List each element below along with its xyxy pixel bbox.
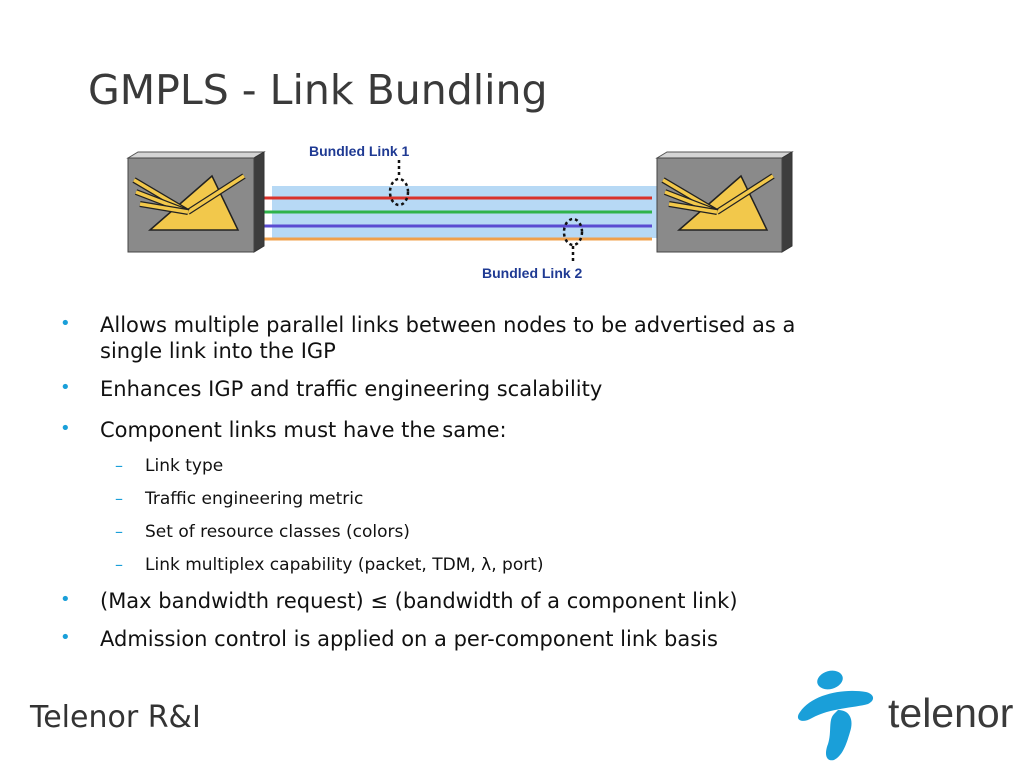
bullet-item: • Component links must have the same:: [58, 417, 848, 443]
sub-bullet-item: – Link multiplex capability (packet, TDM…: [58, 554, 848, 576]
link-bundling-diagram: Bundled Link 1 Bundled Link 2: [126, 143, 794, 281]
bullet-item: • Admission control is applied on a per-…: [58, 626, 848, 652]
bullet-text: Allows multiple parallel links between n…: [100, 313, 796, 363]
sub-bullet-text: Link multiplex capability (packet, TDM, …: [145, 555, 544, 575]
bundled-link-1-marker: [388, 160, 410, 207]
sub-bullet-text: Traffic engineering metric: [145, 489, 364, 509]
bullet-text: (Max bandwidth request) ≤ (bandwidth of …: [100, 589, 738, 613]
bullet-icon: •: [60, 377, 71, 398]
sub-bullet-icon: –: [115, 555, 123, 574]
left-node-icon: [126, 151, 266, 253]
bullet-icon: •: [60, 589, 71, 610]
sub-bullet-item: – Set of resource classes (colors): [58, 521, 848, 543]
bullet-icon: •: [60, 627, 71, 648]
bullet-list: • Allows multiple parallel links between…: [58, 312, 848, 652]
telenor-logo-icon: [797, 670, 874, 761]
sub-bullet-icon: –: [115, 456, 123, 475]
bullet-text: Component links must have the same:: [100, 418, 507, 442]
footer-org-label: Telenor R&I: [30, 700, 201, 735]
bullet-text: Enhances IGP and traffic engineering sca…: [100, 377, 603, 401]
sub-bullet-item: – Traffic engineering metric: [58, 488, 848, 510]
sub-bullet-icon: –: [115, 522, 123, 541]
sub-bullet-item: – Link type: [58, 455, 848, 477]
bullet-item: • (Max bandwidth request) ≤ (bandwidth o…: [58, 588, 848, 614]
bundled-link-1-label: Bundled Link 1: [309, 143, 410, 159]
sub-bullet-text: Set of resource classes (colors): [145, 522, 410, 542]
bullet-icon: •: [60, 313, 71, 334]
right-node-icon: [655, 151, 794, 253]
brand-wordmark: telenor: [888, 690, 1014, 736]
sub-bullet-text: Link type: [145, 456, 224, 476]
bullet-item: • Allows multiple parallel links between…: [58, 312, 848, 364]
bundled-link-2-label: Bundled Link 2: [482, 265, 583, 281]
sub-bullet-icon: –: [115, 489, 123, 508]
bullet-text: Admission control is applied on a per-co…: [100, 627, 718, 651]
bullet-item: • Enhances IGP and traffic engineering s…: [58, 376, 848, 402]
bundled-link-2-marker: [562, 217, 584, 262]
slide-title: GMPLS - Link Bundling: [88, 66, 548, 114]
bullet-icon: •: [60, 418, 71, 439]
